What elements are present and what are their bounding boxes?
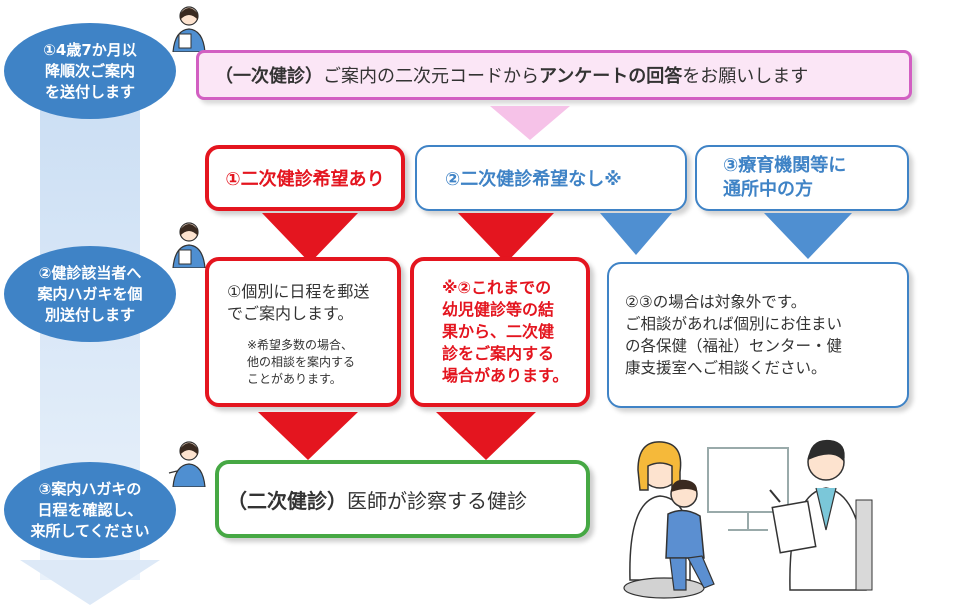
option-2-text: ②二次健診希望なし※ xyxy=(445,169,622,190)
option-2-box: ②二次健診希望なし※ xyxy=(415,145,687,211)
step-2-text: ②健診該当者へ 案内ハガキを個 別送付します xyxy=(37,263,143,324)
step-3-bubble: ③案内ハガキの 日程を確認し、 来所してください xyxy=(4,462,176,558)
step-1-text: ①4歳7か月以 降順次ご案内 を送付します xyxy=(43,40,137,101)
secondary-checkup-box: （二次健診） 医師が診察する健診 xyxy=(215,460,590,538)
pink-arrow xyxy=(490,106,570,140)
timeline-arrow-tip xyxy=(20,560,160,605)
option-3-box: ③療育機関等に 通所中の方 xyxy=(695,145,909,211)
step-3-text: ③案内ハガキの 日程を確認し、 来所してください xyxy=(30,479,150,540)
detail-1-box: ①個別に日程を郵送 でご案内します。 ※希望多数の場合、 他の相談を案内する こ… xyxy=(205,257,401,407)
detail-2-box: ※②これまでの 幼児健診等の結 果から、二次健 診をご案内する 場合があります。 xyxy=(410,257,590,407)
primary-questionnaire: アンケートの回答 xyxy=(539,66,683,87)
doctor-consultation-illustration xyxy=(623,439,873,599)
option-1-text: ①二次健診希望あり xyxy=(225,169,385,190)
option-1-box: ①二次健診希望あり xyxy=(205,145,405,211)
red-arrow-3 xyxy=(258,412,358,460)
primary-request: をお願いします xyxy=(682,66,809,87)
red-arrow-4 xyxy=(436,412,536,460)
detail-2-text: ※②これまでの 幼児健診等の結 果から、二次健 診をご案内する 場合があります。 xyxy=(442,278,569,385)
staff-person-icon xyxy=(172,6,206,52)
primary-instruction: ご案内の二次元コードから xyxy=(323,66,539,87)
secondary-description: 医師が診察する健診 xyxy=(347,488,527,513)
detail-1-note: ※希望多数の場合、 他の相談を案内する ことがあります。 xyxy=(247,338,356,386)
detail-3-box: ②③の場合は対象外です。 ご相談があれば個別にお住まい の各保健（福祉）センター… xyxy=(607,262,909,408)
blue-arrow-2 xyxy=(764,213,852,259)
red-arrow-1 xyxy=(262,213,358,263)
staff-person-icon xyxy=(172,222,206,268)
detail-3-text: ②③の場合は対象外です。 ご相談があれば個別にお住まい の各保健（福祉）センター… xyxy=(625,293,843,377)
secondary-label: （二次健診） xyxy=(227,488,347,513)
blue-arrow-1 xyxy=(600,213,672,255)
step-1-bubble: ①4歳7か月以 降順次ご案内 を送付します xyxy=(4,23,176,119)
red-arrow-2 xyxy=(458,213,554,263)
option-3-text: ③療育機関等に 通所中の方 xyxy=(723,155,847,200)
primary-label: （一次健診） xyxy=(215,66,323,87)
staff-person-icon xyxy=(168,441,206,487)
primary-checkup-box: （一次健診） ご案内の二次元コードから アンケートの回答 をお願いします xyxy=(196,50,912,100)
step-2-bubble: ②健診該当者へ 案内ハガキを個 別送付します xyxy=(4,246,176,342)
detail-1-main: ①個別に日程を郵送 でご案内します。 xyxy=(227,282,370,323)
